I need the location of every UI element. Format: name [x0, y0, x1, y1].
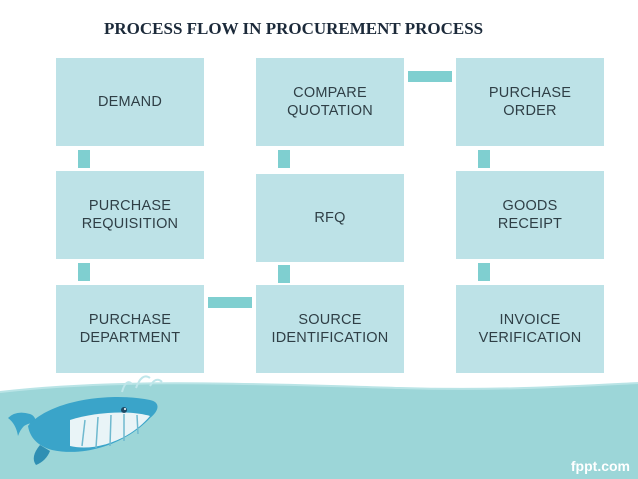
step-label: PURCHASE REQUISITION — [81, 198, 179, 232]
step-source-identification: SOURCE IDENTIFICATION — [256, 285, 404, 373]
step-purchase-order: PURCHASE ORDER — [456, 58, 604, 146]
whale-icon — [8, 397, 158, 465]
step-purchase-requisition: PURCHASE REQUISITION — [56, 171, 204, 259]
step-invoice-verification: INVOICE VERIFICATION — [456, 285, 604, 373]
connector-vertical — [78, 150, 90, 168]
step-demand: DEMAND — [56, 58, 204, 146]
step-rfq: RFQ — [256, 174, 404, 262]
page-title: PROCESS FLOW IN PROCUREMENT PROCESS — [104, 19, 484, 38]
connector-vertical — [478, 263, 490, 281]
step-goods-receipt: GOODS RECEIPT — [456, 171, 604, 259]
step-label: PURCHASE ORDER — [488, 85, 572, 119]
fppt-logo: fppt.com — [570, 458, 630, 474]
step-purchase-department: PURCHASE DEPARTMENT — [56, 285, 204, 373]
connector-vertical — [278, 265, 290, 283]
connector-vertical — [278, 150, 290, 168]
step-label: GOODS RECEIPT — [497, 198, 563, 232]
step-label: DEMAND — [97, 94, 163, 110]
connector-vertical — [78, 263, 90, 281]
step-label: RFQ — [314, 210, 346, 226]
connector-horizontal — [408, 71, 452, 82]
step-label: SOURCE IDENTIFICATION — [271, 312, 389, 346]
step-label: INVOICE VERIFICATION — [478, 312, 582, 346]
spout-drops — [121, 375, 163, 393]
connector-horizontal — [208, 297, 252, 308]
step-label: PURCHASE DEPARTMENT — [79, 312, 181, 346]
step-compare-quotation: COMPARE QUOTATION — [256, 58, 404, 146]
step-label: COMPARE QUOTATION — [287, 85, 373, 119]
connector-vertical — [478, 150, 490, 168]
